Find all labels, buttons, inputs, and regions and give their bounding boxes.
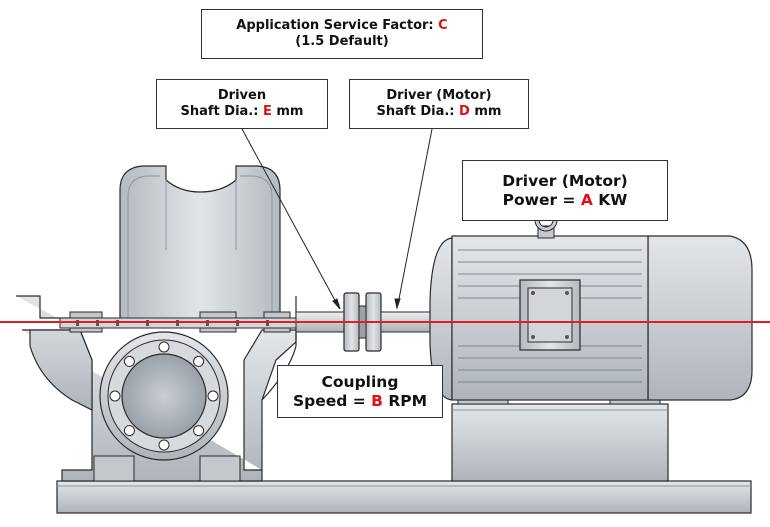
- driver-power-variable: A: [580, 190, 593, 209]
- driven-shaft-title: Driven: [217, 88, 267, 104]
- flange-bolts: [109, 341, 219, 451]
- driver-power-label: Driver (Motor) Power = A KW: [462, 160, 668, 221]
- driver-shaft-arrowhead: [394, 298, 401, 310]
- suction-flange: [99, 331, 229, 461]
- cooling-fins: [458, 249, 642, 383]
- driver-shaft-variable: D: [459, 104, 470, 119]
- driven-shaft-leader: [241, 128, 339, 307]
- driven-shaft-arrowhead: [332, 298, 341, 310]
- driver-power-title: Driver (Motor): [502, 171, 628, 190]
- driven-shaft-unit: mm: [271, 104, 304, 119]
- pump: [16, 165, 297, 482]
- motor: [429, 208, 753, 405]
- coupling-speed-title: Coupling: [321, 372, 399, 391]
- driver-power-text: Power =: [502, 190, 581, 209]
- service-factor-label: Application Service Factor: C (1.5 Defau…: [201, 9, 483, 59]
- coupling-speed-unit: RPM: [382, 391, 428, 410]
- driver-shaft-label: Driver (Motor) Shaft Dia.: D mm: [349, 79, 529, 129]
- driver-shaft-text: Shaft Dia.:: [376, 104, 460, 119]
- motor-base: [451, 403, 669, 482]
- service-factor-variable: C: [438, 18, 448, 34]
- coupling-speed-label: Coupling Speed = B RPM: [277, 365, 443, 418]
- service-factor-default: (1.5 Default): [295, 34, 389, 49]
- service-factor-text: Application Service Factor:: [236, 18, 439, 34]
- leader-arrows: [241, 128, 433, 310]
- driver-shaft-leader: [397, 128, 433, 305]
- coupling-speed-variable: B: [371, 391, 383, 410]
- terminal-box: [519, 279, 581, 351]
- driven-shaft-variable: E: [262, 104, 272, 119]
- driven-shaft-label: Driven Shaft Dia.: E mm: [156, 79, 328, 129]
- driver-power-unit: KW: [592, 190, 628, 209]
- driver-shaft-title: Driver (Motor): [386, 88, 492, 104]
- driver-shaft-unit: mm: [469, 104, 502, 119]
- coupling-speed-text: Speed =: [292, 391, 372, 410]
- base-plate: [56, 480, 752, 514]
- driven-shaft-text: Shaft Dia.:: [180, 104, 263, 119]
